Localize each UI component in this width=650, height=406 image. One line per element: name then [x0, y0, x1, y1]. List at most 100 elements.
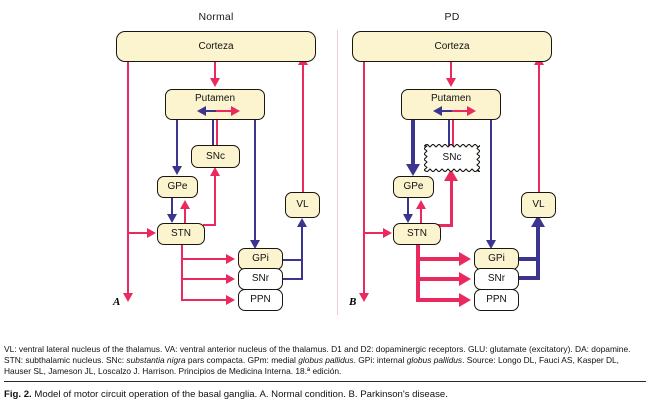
node-putamen-label: Putamen: [194, 93, 236, 104]
node-putamen-pd[interactable]: Putamen: [401, 89, 501, 120]
cortex-to-putamen-line: [214, 62, 217, 80]
snc-to-putamen-blue-line: [212, 110, 215, 146]
putamen-to-gpi-arrowhead: [250, 240, 260, 249]
panel-title-normal: Normal: [198, 11, 234, 23]
stn-to-snc-elbow: [203, 224, 216, 227]
stn-to-gpe-arrowhead: [180, 200, 190, 209]
node-gpi-label: GPi: [252, 253, 269, 264]
legend-source-text: Source: Longo DL, Fauci AS, Kasper DL, H…: [4, 355, 620, 377]
node-snr-pd[interactable]: SNr: [474, 268, 519, 290]
node-gpe-label: GPe: [403, 181, 424, 192]
pd-stn-to-snc-elbow: [437, 223, 453, 227]
node-gpi-normal[interactable]: GPi: [238, 248, 283, 270]
putamen-to-gpi-line: [254, 120, 257, 242]
pd-putamen-to-gpe-arrowhead: [406, 164, 420, 176]
node-gpi-label: GPi: [488, 253, 505, 264]
node-vl-pd[interactable]: VL: [521, 192, 556, 218]
pd-cortex-left-margin-arrowhead: [359, 293, 369, 302]
snr-to-vl-elbow: [277, 277, 303, 281]
caption-divider-rule: [4, 381, 646, 382]
pd-putamen-d1-branch-line: [452, 109, 469, 112]
snc-degeneration-outline: [424, 144, 480, 172]
node-ppn-normal[interactable]: PPN: [238, 289, 283, 311]
pd-stn-to-gpi-line: [416, 257, 463, 261]
putamen-to-gpe-line: [176, 120, 179, 168]
node-snc-normal[interactable]: SNc: [191, 145, 240, 168]
pd-stn-to-gpe-line: [420, 206, 423, 224]
node-cortex-normal[interactable]: Corteza: [116, 31, 316, 62]
pd-gpi-snr-to-vl-arrowhead: [531, 215, 545, 227]
stn-to-snr-line: [181, 277, 228, 281]
stn-to-gpi-arrowhead: [226, 254, 235, 264]
pd-putamen-d2-branch-line: [440, 109, 460, 112]
panel-letter-b: B: [349, 296, 357, 308]
pd-cortex-to-putamen-arrowhead: [446, 78, 456, 87]
panel-letter-a: A: [113, 296, 121, 308]
pd-putamen-d2-arrowhead: [433, 106, 442, 116]
putamen-to-gpe-arrowhead: [172, 166, 182, 175]
pd-stn-to-gpi-arrowhead: [459, 252, 471, 266]
node-snr-label: SNr: [487, 273, 506, 284]
putamen-d2-arrowhead: [197, 106, 206, 116]
putamen-d2-branch-line: [204, 109, 224, 112]
node-ppn-pd[interactable]: PPN: [474, 289, 519, 311]
stn-to-ppn-arrowhead: [226, 295, 235, 305]
node-vl-label: VL: [532, 199, 545, 210]
cortex-left-margin-arrowhead: [123, 293, 133, 302]
pd-cortex-to-left-margin-line: [363, 62, 366, 295]
figure-caption: Fig. 2. Model of motor circuit operation…: [4, 388, 646, 401]
pd-snr-to-vl-elbow: [513, 276, 540, 281]
pd-stn-to-gpe-arrowhead: [416, 200, 426, 209]
pd-margin-to-stn-line: [363, 231, 385, 235]
node-gpe-normal[interactable]: GPe: [157, 176, 198, 198]
panel-title-pd: PD: [444, 11, 460, 23]
node-snc-label: SNc: [206, 150, 225, 162]
pd-gpi-snr-to-vl-line: [536, 224, 541, 280]
pd-stn-output-trunk: [416, 245, 420, 301]
node-cortex-pd[interactable]: Corteza: [352, 31, 552, 62]
node-gpi-pd[interactable]: GPi: [474, 248, 519, 270]
pd-putamen-d1-arrowhead: [467, 106, 476, 116]
node-stn-label: STN: [171, 228, 191, 239]
cortex-to-putamen-arrowhead: [210, 78, 220, 87]
putamen-d1-arrowhead: [231, 106, 240, 116]
stn-to-snc-line: [214, 174, 217, 226]
pd-cortex-to-putamen-line: [450, 62, 453, 80]
gpe-to-stn-line: [171, 198, 174, 216]
node-snr-label: SNr: [251, 273, 270, 284]
panel-divider: [337, 30, 338, 315]
gpi-to-vl-elbow: [277, 258, 303, 262]
pd-stn-to-snr-arrowhead: [459, 272, 471, 286]
node-stn-label: STN: [407, 228, 427, 239]
stn-output-trunk: [181, 245, 184, 301]
node-gpe-pd[interactable]: GPe: [393, 176, 434, 198]
gpi-snr-to-vl-line: [301, 224, 304, 280]
node-snr-normal[interactable]: SNr: [238, 268, 283, 290]
pd-margin-to-stn-arrowhead: [383, 228, 392, 238]
pd-stn-to-snc-arrowhead: [444, 169, 458, 181]
node-stn-pd[interactable]: STN: [393, 223, 441, 245]
pd-stn-to-ppn-arrowhead: [459, 293, 471, 307]
node-gpe-label: GPe: [167, 181, 188, 192]
figure-caption-text: Model of motor circuit operation of the …: [34, 389, 448, 400]
node-vl-normal[interactable]: VL: [285, 192, 320, 218]
margin-to-stn-line: [127, 231, 149, 235]
node-snc-pd-degenerated[interactable]: SNc: [424, 144, 480, 172]
figure-legend: VL: ventral lateral nucleus of the thala…: [4, 344, 646, 378]
node-ppn-label: PPN: [486, 294, 507, 305]
node-putamen-normal[interactable]: Putamen: [165, 89, 265, 120]
pd-stn-to-snc-line: [449, 178, 453, 226]
stn-to-gpe-line: [184, 206, 187, 224]
figure-caption-label: Fig. 2.: [4, 389, 32, 400]
stn-to-snr-arrowhead: [226, 274, 235, 284]
node-stn-normal[interactable]: STN: [157, 223, 205, 245]
pd-gpi-to-vl-elbow: [513, 257, 540, 262]
pd-stn-to-snr-line: [416, 277, 463, 281]
pd-gpe-to-stn-arrowhead: [403, 214, 413, 223]
stn-to-gpi-line: [181, 257, 228, 261]
pd-putamen-to-gpi-arrowhead: [486, 240, 496, 249]
putamen-d1-branch-line: [216, 109, 233, 112]
pd-putamen-to-gpe-line: [411, 120, 416, 168]
gpi-snr-to-vl-arrowhead: [297, 218, 307, 227]
node-putamen-label: Putamen: [430, 93, 472, 104]
